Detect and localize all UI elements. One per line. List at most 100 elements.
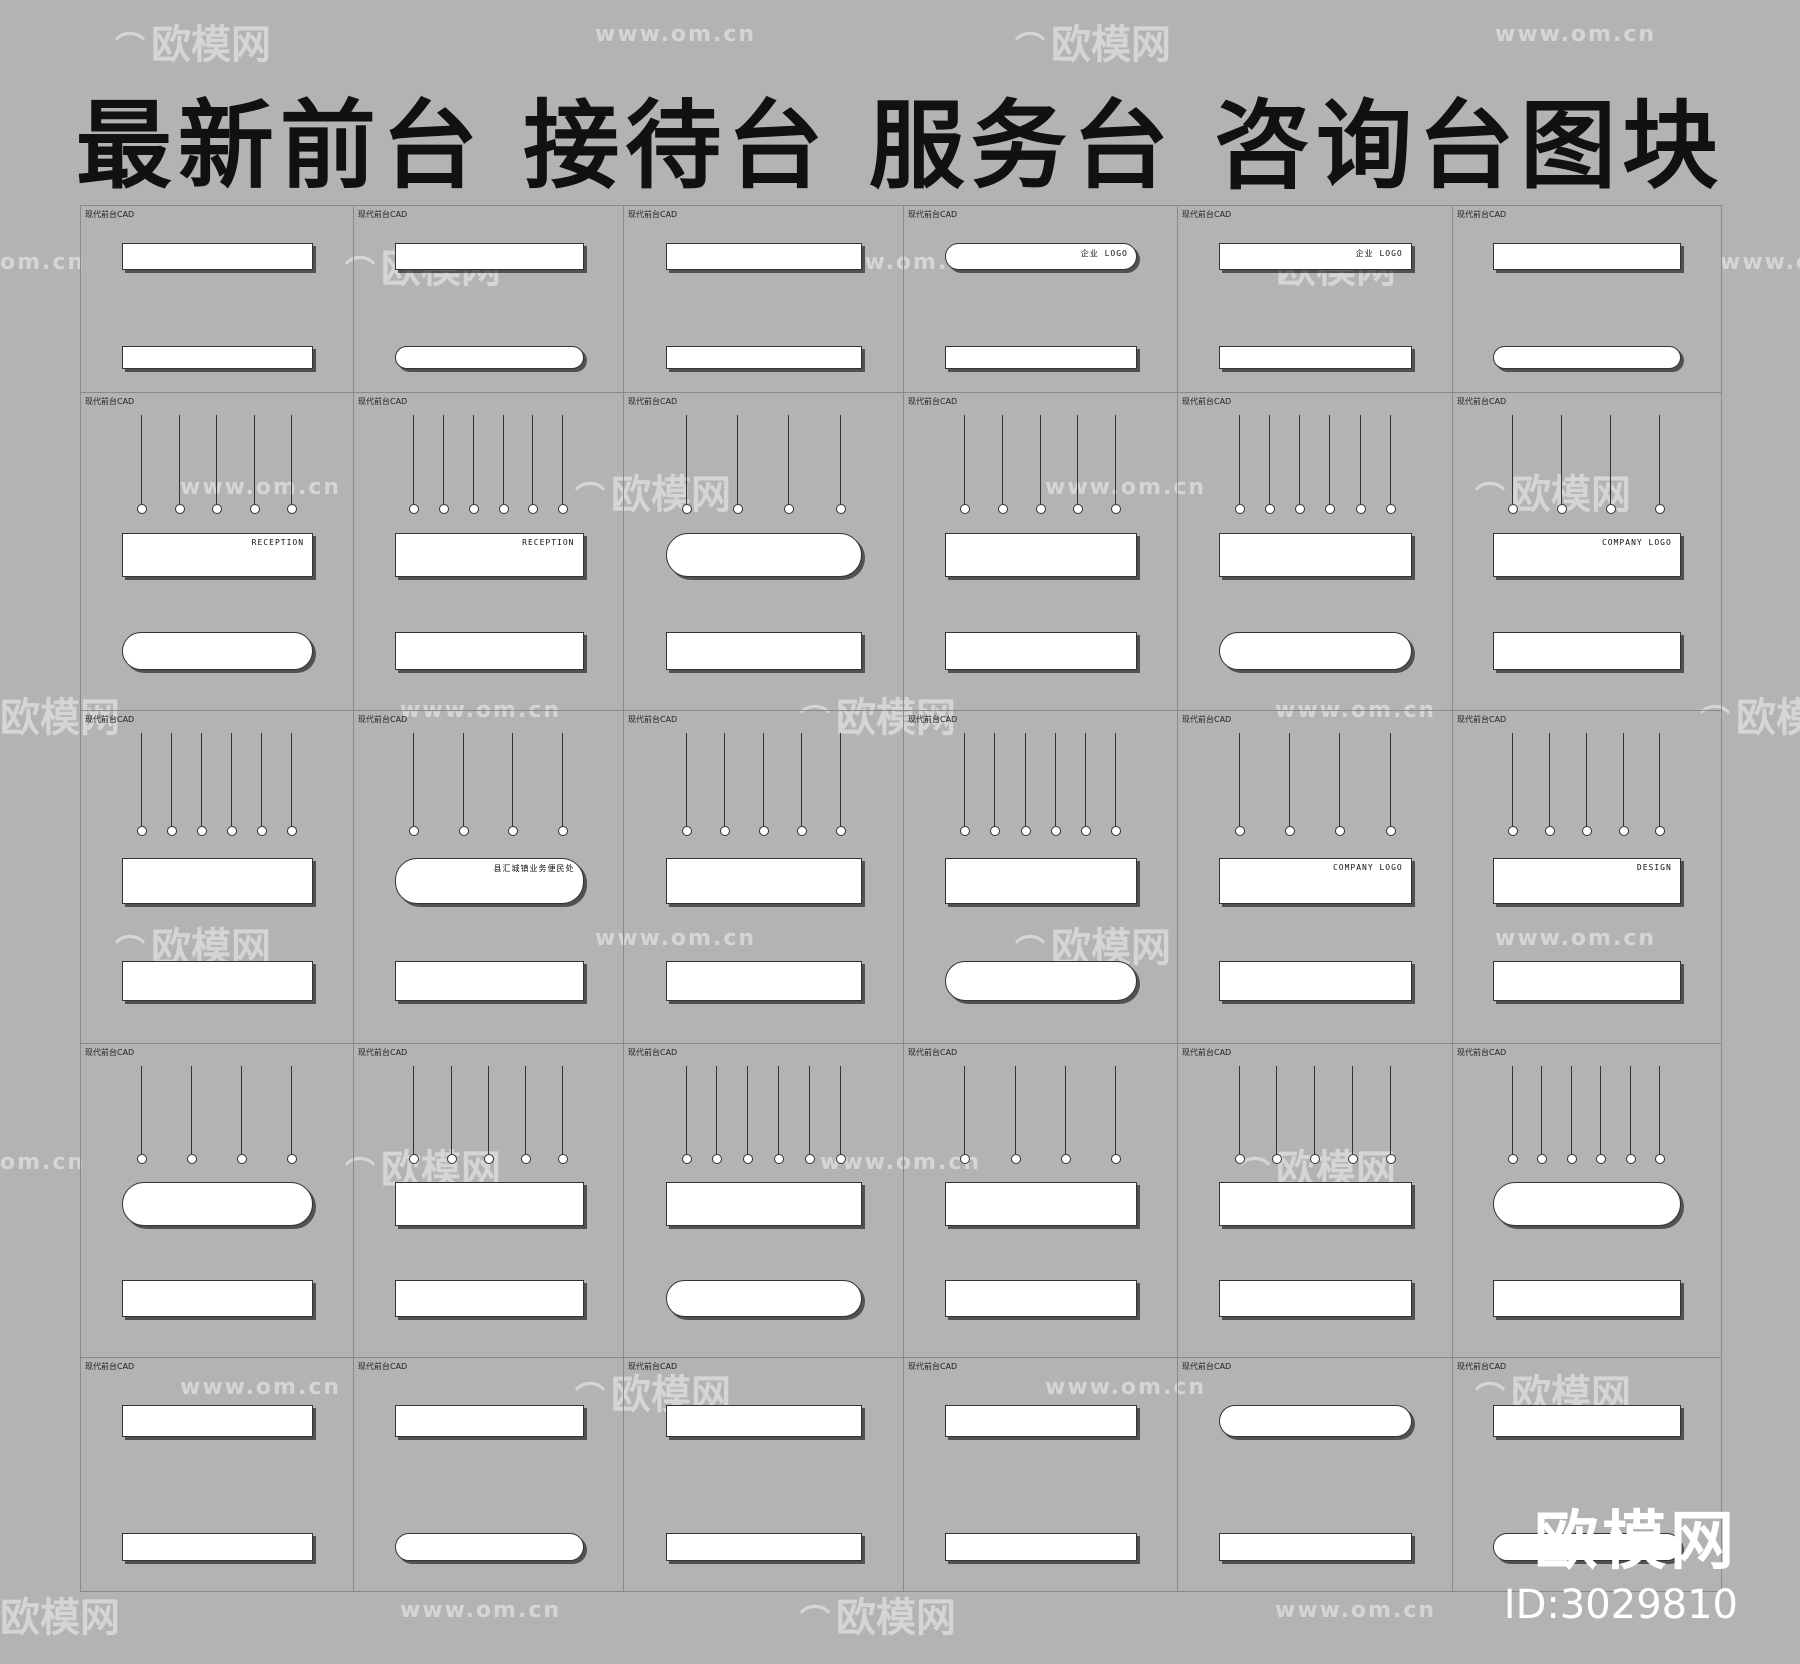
desk-signage: 县汇城镇业务便民处 (493, 863, 575, 873)
desk-plan (666, 346, 862, 369)
pendant-rod (1629, 1066, 1631, 1154)
pendant-rod (201, 733, 203, 827)
cad-block-cell: 现代前台CAD (904, 1044, 1178, 1358)
pendant-lamp-icon (446, 1153, 457, 1164)
pendant-rod (231, 733, 233, 827)
pendant-rod (1114, 415, 1116, 505)
cell-label: 现代前台CAD (908, 1048, 958, 1057)
pendant-rod (801, 733, 803, 827)
pendant-lamp-icon (1385, 504, 1396, 515)
cell-label: 现代前台CAD (1182, 715, 1232, 724)
pendant-rod (1570, 1066, 1572, 1154)
desk-elevation (945, 1404, 1137, 1438)
desk-elevation (666, 1182, 862, 1227)
pendant-lamp-icon (212, 504, 223, 515)
pendant-rod (1001, 415, 1003, 505)
pendant-rod (1389, 733, 1391, 827)
desk-plan (394, 346, 584, 369)
desk-elevation (394, 1182, 584, 1227)
pendant-lamp-icon (1284, 826, 1295, 837)
pendant-rod (1064, 1066, 1066, 1154)
pendant-lamp-icon (997, 504, 1008, 515)
pendant-lamp-icon (1020, 826, 1031, 837)
pendant-lamp-icon (237, 1153, 248, 1164)
desk-plan (1493, 631, 1681, 670)
watermark-url: om.cn (0, 1150, 86, 1175)
desk-signage: 企业 LOGO (1355, 249, 1403, 259)
pendant-lamp-icon (508, 826, 519, 837)
desk-plan (1219, 346, 1412, 369)
desk-signage: DESIGN (1636, 862, 1672, 872)
cell-label: 现代前台CAD (628, 397, 678, 406)
pendant-rod (1238, 415, 1240, 505)
pendant-rod (1268, 415, 1270, 505)
pendant-lamp-icon (1566, 1153, 1577, 1164)
watermark-url: www.om.cn (1720, 250, 1800, 275)
desk-elevation: 企业 LOGO (1219, 243, 1412, 270)
watermark-url: www.om.cn (400, 1598, 562, 1623)
cell-label: 现代前台CAD (1457, 210, 1507, 219)
pendant-rod (532, 415, 534, 505)
desk-plan (121, 631, 314, 670)
pendant-rod (964, 415, 966, 505)
cell-label: 现代前台CAD (1457, 1048, 1507, 1057)
pendant-lamp-icon (1264, 504, 1275, 515)
pendant-rod (253, 415, 255, 505)
pendant-lamp-icon (557, 504, 568, 515)
pendant-lamp-icon (458, 826, 469, 837)
pendant-lamp-icon (137, 504, 148, 515)
cell-label: 现代前台CAD (628, 1362, 678, 1371)
desk-plan (394, 960, 584, 1001)
cell-label: 现代前台CAD (908, 210, 958, 219)
pendant-rod (1114, 1066, 1116, 1154)
cell-label: 现代前台CAD (358, 1048, 408, 1057)
desk-elevation (1493, 1182, 1681, 1227)
pendant-rod (191, 1066, 193, 1154)
pendant-lamp-icon (287, 826, 298, 837)
pendant-rod (1299, 415, 1300, 505)
pendant-lamp-icon (835, 504, 846, 515)
pendant-lamp-icon (681, 504, 692, 515)
pendant-lamp-icon (1347, 1153, 1358, 1164)
cad-block-cell: 现代前台CAD (81, 206, 354, 393)
pendant-lamp-icon (784, 504, 795, 515)
pendant-rod (1659, 415, 1661, 505)
desk-plan (121, 1279, 314, 1318)
pendant-lamp-icon (174, 504, 185, 515)
pendant-rod (685, 415, 687, 505)
cell-label: 现代前台CAD (628, 210, 678, 219)
pendant-lamp-icon (1335, 826, 1346, 837)
pendant-rod (839, 1066, 841, 1154)
pendant-lamp-icon (409, 504, 420, 515)
pendant-rod (724, 733, 726, 827)
pendant-rod (1238, 733, 1240, 827)
watermark-logo: ⌒欧模网 (1015, 22, 1171, 68)
pendant-lamp-icon (1655, 504, 1666, 515)
cad-block-cell: 现代前台CAD (624, 393, 904, 711)
pendant-rod (1014, 1066, 1016, 1154)
desk-elevation (1219, 1182, 1412, 1227)
cad-block-cell: 现代前台CAD (1178, 1358, 1453, 1591)
pendant-rod (1511, 1066, 1513, 1154)
pendant-lamp-icon (1234, 504, 1245, 515)
cell-label: 现代前台CAD (1182, 1048, 1232, 1057)
desk-elevation (121, 1182, 314, 1227)
pendant-lamp-icon (1625, 1153, 1636, 1164)
pendant-lamp-icon (797, 826, 808, 837)
pendant-rod (291, 733, 293, 827)
cad-block-cell: 现代前台CAD (354, 1044, 624, 1358)
pendant-rod (1024, 733, 1026, 827)
cell-label: 现代前台CAD (85, 1048, 135, 1057)
pendant-rod (524, 1066, 526, 1154)
pendant-lamp-icon (468, 504, 479, 515)
desk-plan (1219, 1279, 1412, 1318)
desk-elevation: 县汇城镇业务便民处 (394, 857, 584, 905)
desk-plan (1493, 1279, 1681, 1318)
cad-block-cell: 现代前台CAD (354, 1358, 624, 1591)
pendant-rod (716, 1066, 718, 1154)
pendant-rod (964, 733, 966, 827)
pendant-lamp-icon (1050, 826, 1061, 837)
